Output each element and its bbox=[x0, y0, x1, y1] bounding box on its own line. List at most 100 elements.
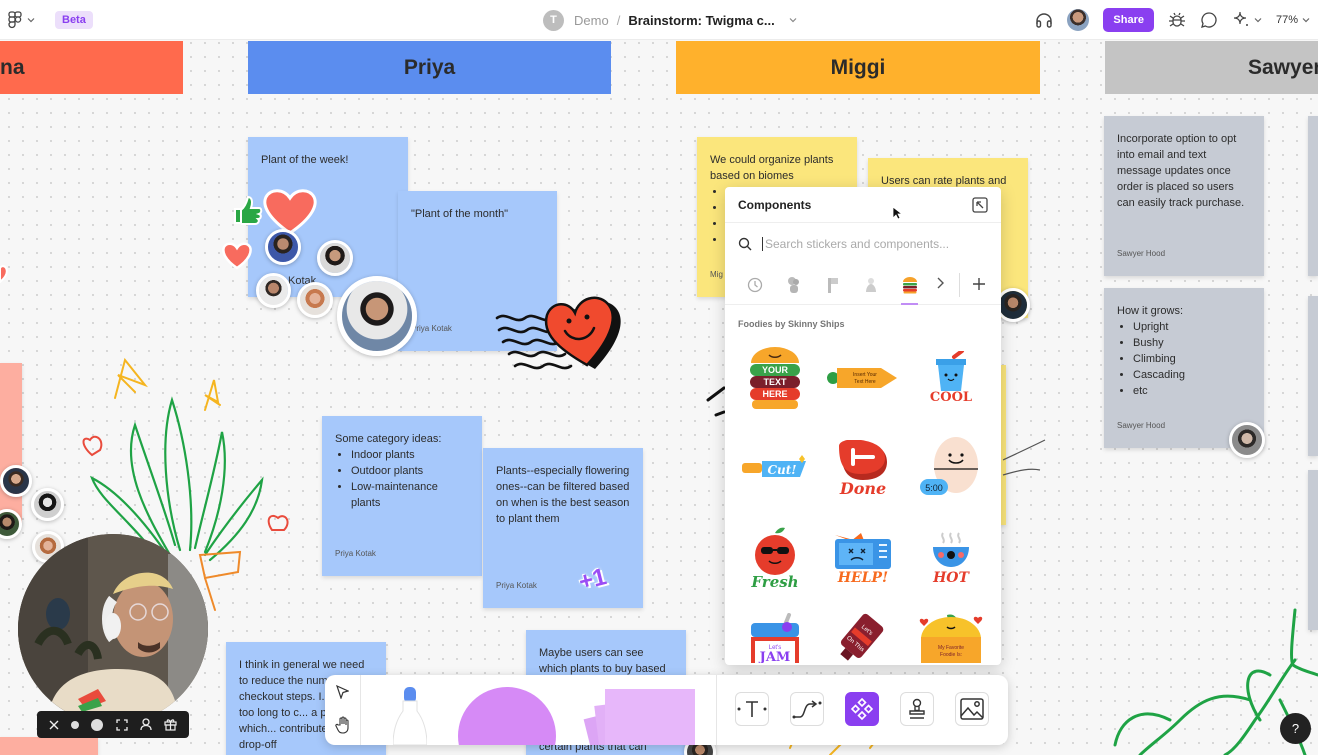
plus-one-sticker[interactable]: +1 bbox=[576, 563, 610, 596]
chevron-down-icon bbox=[1302, 18, 1310, 23]
collaborator-avatar[interactable] bbox=[31, 488, 64, 521]
tab-sticker-pack-1[interactable] bbox=[775, 265, 814, 305]
help-button[interactable]: ? bbox=[1280, 713, 1311, 744]
sticker-taco-my-favorite[interactable]: My Favorite Foodie Is: bbox=[907, 613, 995, 665]
sticker-knife-cut[interactable]: Cut! bbox=[731, 433, 819, 503]
sticky-note-left-edge[interactable] bbox=[0, 363, 22, 523]
gift-icon[interactable] bbox=[164, 718, 177, 731]
sticker-pack-tabs bbox=[725, 265, 1001, 305]
sticky-text: We could organize plants based on biomes bbox=[710, 154, 834, 182]
shape-tool[interactable] bbox=[458, 687, 558, 745]
connector-tool[interactable] bbox=[790, 692, 824, 726]
sticky-note[interactable]: Incorporate option to opt into email and… bbox=[1104, 116, 1264, 276]
collaborator-avatar[interactable] bbox=[0, 465, 32, 497]
headphones-icon[interactable] bbox=[1035, 12, 1053, 28]
team-avatar[interactable]: T bbox=[543, 9, 564, 31]
breadcrumb-separator: / bbox=[616, 12, 621, 28]
scribble-drawing bbox=[1002, 439, 1046, 476]
sticky-note-tool[interactable] bbox=[583, 687, 698, 755]
sticker-burger-your-text-here[interactable]: YOUR TEXT HERE bbox=[731, 343, 819, 413]
tab-sticker-pack-2[interactable] bbox=[813, 265, 852, 305]
sticky-text: Incorporate option to opt into email and… bbox=[1117, 133, 1245, 209]
sticker-label: Done bbox=[839, 479, 887, 498]
sticker-label: COOL bbox=[929, 390, 973, 405]
video-feed bbox=[18, 534, 208, 724]
collaborator-avatar[interactable] bbox=[265, 229, 301, 265]
collaborator-avatar[interactable] bbox=[317, 240, 353, 276]
hand-tool[interactable] bbox=[335, 716, 351, 734]
image-tool[interactable] bbox=[955, 692, 989, 726]
share-button[interactable]: Share bbox=[1103, 8, 1154, 32]
presenter-avatar[interactable] bbox=[337, 276, 417, 356]
comment-icon[interactable] bbox=[1200, 11, 1218, 29]
toolbar-divider bbox=[716, 675, 717, 745]
sticker-jar-jam[interactable]: Let's JAM bbox=[731, 613, 819, 665]
marker-tool[interactable] bbox=[392, 687, 428, 746]
bug-icon[interactable] bbox=[1168, 11, 1186, 29]
sticker-cup-cool[interactable]: COOL bbox=[907, 343, 995, 413]
large-view-button[interactable] bbox=[91, 718, 104, 731]
search-icon bbox=[738, 237, 752, 251]
collaborator-avatar[interactable] bbox=[256, 273, 291, 308]
main-menu-button[interactable] bbox=[8, 11, 35, 29]
collapse-panel-icon[interactable] bbox=[972, 196, 988, 213]
svg-text:Cut!: Cut! bbox=[767, 463, 796, 477]
sticker-pack-icon bbox=[787, 276, 799, 293]
sticker-grid: YOUR TEXT HERE Insert Your Text Here bbox=[725, 337, 1001, 665]
file-name[interactable]: Brainstorm: Twigma c... bbox=[628, 12, 775, 28]
sticky-note[interactable]: Plants--especially flowering ones--can b… bbox=[483, 448, 643, 608]
breadcrumb-team[interactable]: Demo bbox=[574, 12, 609, 28]
column-header-1[interactable]: na bbox=[0, 41, 183, 94]
sticky-note[interactable]: How it grows: Upright Bushy Climbing Cas… bbox=[1104, 288, 1264, 448]
breadcrumb: T Demo / Brainstorm: Twigma c... bbox=[543, 0, 797, 40]
fullscreen-icon[interactable] bbox=[115, 718, 128, 731]
zoom-dropdown[interactable]: 77% bbox=[1276, 14, 1310, 26]
beta-badge: Beta bbox=[55, 11, 93, 29]
sticker-bottle-lets-on-this[interactable]: Let's On This bbox=[819, 613, 907, 665]
sticker-steak-done[interactable]: Done bbox=[819, 433, 907, 503]
circle-shape-icon bbox=[458, 687, 556, 745]
column-header-miggi[interactable]: Miggi bbox=[676, 41, 1040, 94]
small-view-button[interactable] bbox=[71, 720, 80, 729]
column-header-priya[interactable]: Priya bbox=[248, 41, 611, 94]
tab-sticker-pack-3[interactable] bbox=[852, 265, 891, 305]
tabs-next-arrow[interactable] bbox=[929, 276, 951, 294]
text-tool[interactable] bbox=[735, 692, 769, 726]
svg-text:JAM: JAM bbox=[759, 650, 791, 663]
collaborator-avatar[interactable] bbox=[996, 288, 1030, 322]
collaborator-avatar[interactable] bbox=[297, 282, 333, 318]
sticky-list: Upright Bushy Climbing Cascading etc bbox=[1133, 319, 1251, 399]
sticker-bowl-hot[interactable]: HOT bbox=[907, 523, 995, 593]
collaborator-avatar[interactable] bbox=[0, 509, 22, 539]
sticky-note[interactable] bbox=[1308, 470, 1318, 630]
tab-foodies[interactable] bbox=[890, 265, 929, 305]
select-tool[interactable] bbox=[335, 684, 351, 701]
sticker-carrot-insert-text[interactable]: Insert Your Text Here bbox=[819, 343, 907, 413]
collaborator-avatar[interactable] bbox=[1229, 422, 1265, 458]
sticky-note[interactable] bbox=[1308, 296, 1318, 456]
sticker-microwave-help[interactable]: HELP! bbox=[819, 523, 907, 593]
person-icon[interactable] bbox=[140, 718, 152, 731]
tab-recent[interactable] bbox=[736, 265, 775, 305]
video-call-bubble[interactable] bbox=[18, 534, 208, 724]
sticker-apple-fresh[interactable]: Fresh bbox=[731, 523, 819, 593]
stamp-tool[interactable] bbox=[900, 692, 934, 726]
sticky-note[interactable]: Some category ideas: Indoor plants Outdo… bbox=[322, 416, 482, 576]
pot-drawing bbox=[198, 550, 242, 611]
panel-title: Components bbox=[738, 197, 812, 212]
add-library-button[interactable] bbox=[968, 274, 990, 295]
sticky-note[interactable]: "Plant of the month" Priya Kotak bbox=[398, 191, 557, 351]
sticky-note-left-bottom[interactable] bbox=[0, 737, 98, 755]
current-user-avatar[interactable] bbox=[1067, 9, 1090, 31]
sticky-note[interactable] bbox=[1308, 116, 1318, 276]
components-tool[interactable] bbox=[845, 692, 879, 726]
svg-text:Insert Your: Insert Your bbox=[853, 372, 877, 378]
file-menu-chevron-icon[interactable] bbox=[789, 17, 797, 23]
close-icon[interactable] bbox=[49, 720, 59, 730]
search-stickers-input[interactable] bbox=[762, 237, 962, 251]
column-header-sawyer[interactable]: Sawyer bbox=[1105, 41, 1318, 94]
chevron-right-icon bbox=[937, 277, 944, 288]
clock-icon bbox=[748, 277, 763, 292]
ai-actions-button[interactable] bbox=[1232, 11, 1262, 29]
sticker-egg-timer[interactable]: 5:00 bbox=[907, 433, 995, 503]
